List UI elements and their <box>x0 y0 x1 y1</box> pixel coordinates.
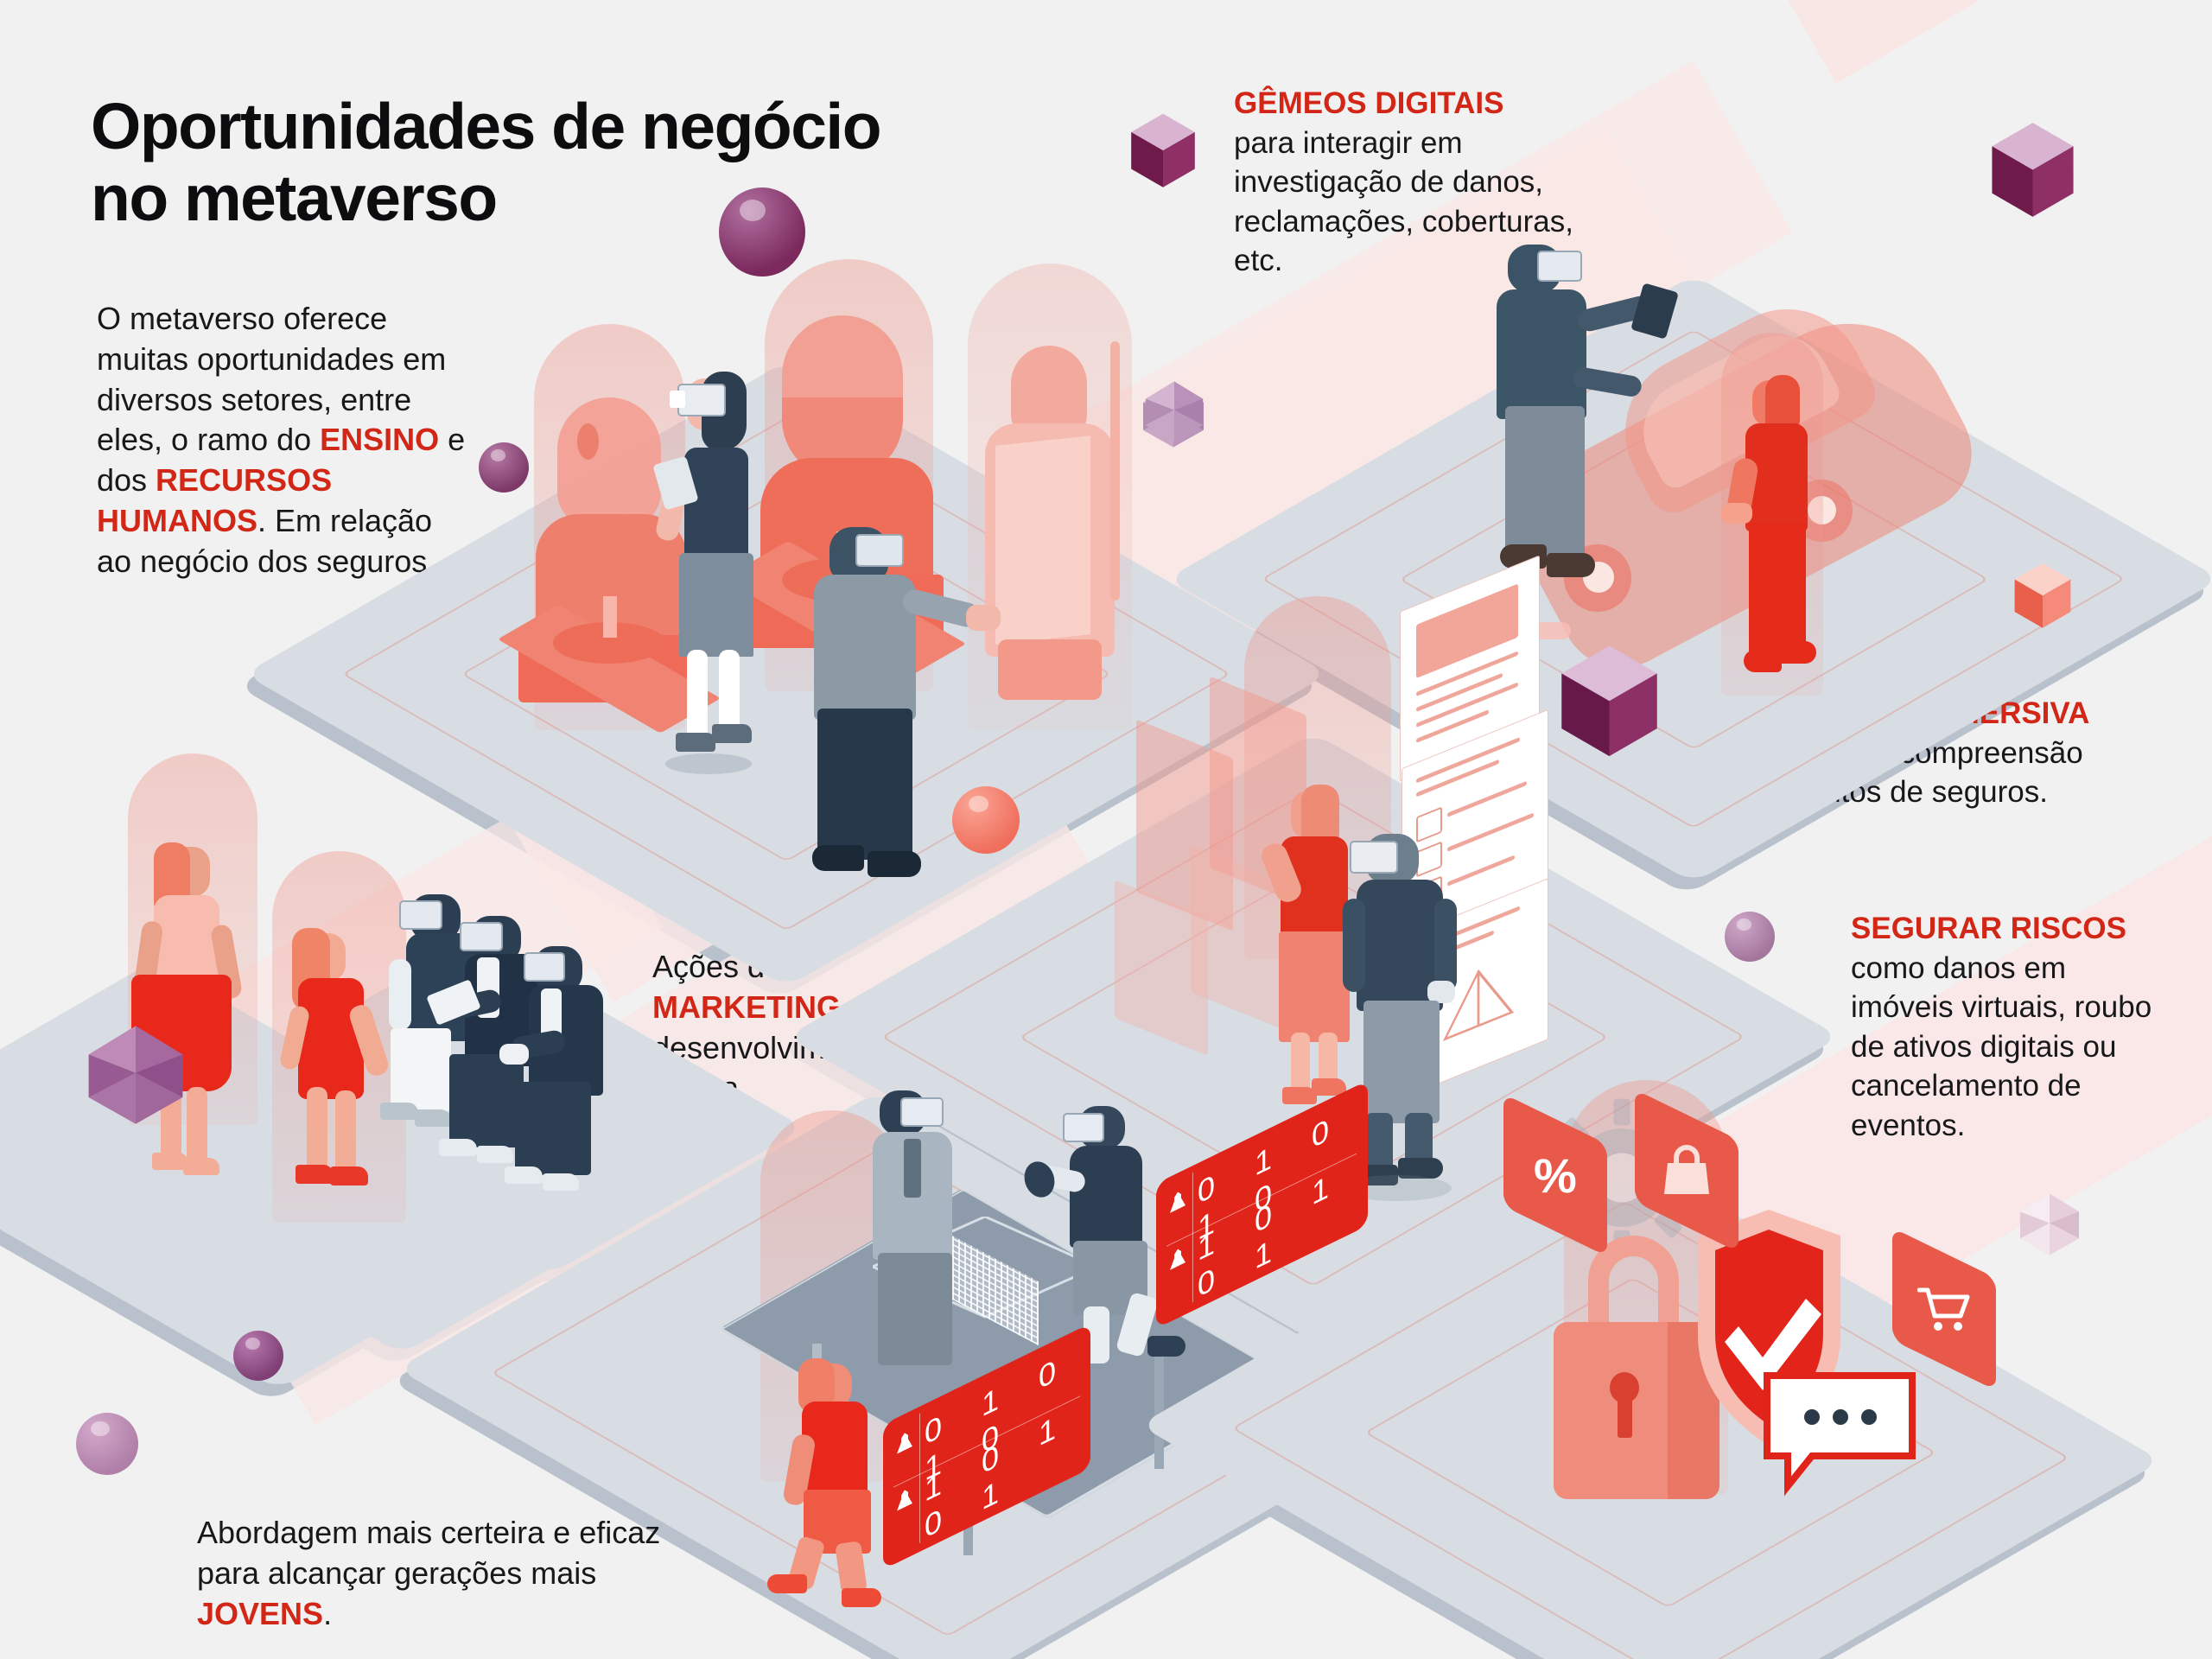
callout-gemeos-digitais-highlight: GÊMEOS DIGITAIS <box>1234 86 1504 120</box>
title-line-2: no metaverso <box>91 161 498 234</box>
callout-jovens-prefix: Abordagem mais certeira e eficaz para al… <box>197 1515 661 1591</box>
vr-headset-icon <box>900 1097 944 1127</box>
callout-segurar-riscos-body: como danos em imóveis virtuais, roubo de… <box>1851 950 2152 1142</box>
intro-text-part3: . Em relação ao negócio dos seguros... <box>97 502 454 579</box>
intro-highlight-recursos-humanos: RECURSOS HUMANOS <box>97 462 333 538</box>
callout-segurar-riscos-highlight: SEGURAR RISCOS <box>1851 912 2126 945</box>
callout-jovens: Abordagem mais certeira e eficaz para al… <box>197 1513 715 1634</box>
decor-cube-purple-center <box>1561 645 1657 757</box>
decor-sphere-purple-small <box>479 442 529 493</box>
decor-cube-purple-left <box>1131 113 1195 188</box>
vr-headset-icon <box>1537 251 1582 282</box>
vr-headset-icon <box>1063 1113 1104 1142</box>
player-icon <box>897 1429 912 1454</box>
intro-text-part2: e dos <box>97 422 466 499</box>
callout-jovens-highlight: JOVENS <box>197 1595 324 1631</box>
player-icon <box>1170 1188 1185 1213</box>
player-icon <box>897 1486 912 1511</box>
decor-cube-purple-top-right <box>1992 123 2074 217</box>
vr-headset-icon <box>460 922 503 951</box>
decor-icosahedron-lilac-top <box>1145 381 1204 442</box>
page-title: Oportunidades de negócio no metaverso <box>91 91 1128 233</box>
decor-icosahedron-purple-runway <box>88 1026 183 1124</box>
vr-headset-icon <box>524 952 565 982</box>
percent-glyph: % <box>1534 1147 1577 1203</box>
callout-segurar-riscos: SEGURAR RISCOS como danos em imóveis vir… <box>1851 909 2171 1145</box>
callout-jovens-body: . <box>323 1595 333 1631</box>
background-band-top <box>1728 0 2212 84</box>
title-line-1: Oportunidades de negócio <box>91 90 882 163</box>
decor-sphere-salmon <box>952 786 1020 854</box>
vr-headset-icon <box>1350 841 1398 874</box>
vr-headset-icon <box>399 900 442 930</box>
shopping-cart-icon <box>1892 1227 1996 1391</box>
callout-gemeos-digitais: GÊMEOS DIGITAIS para interagir em invest… <box>1234 84 1605 281</box>
callout-gemeos-digitais-body: para interagir em investigação de danos,… <box>1234 125 1573 278</box>
vr-headset-icon <box>855 534 904 567</box>
decor-cube-salmon <box>2014 563 2071 628</box>
decor-sphere-mauve-center <box>1725 912 1775 962</box>
intro-text-part1: O metaverso oferece muitas oportunidades… <box>97 301 447 458</box>
document-card-bottom <box>1403 878 1548 1098</box>
decor-sphere-mauve-bottom-left <box>76 1413 138 1475</box>
intro-highlight-ensino: ENSINO <box>320 422 440 458</box>
decor-sphere-purple-runway <box>233 1331 283 1381</box>
decor-icosahedron-pale-right <box>2019 1193 2080 1255</box>
player-icon <box>1170 1245 1185 1270</box>
intro-paragraph: O metaverso oferece muitas oportunidades… <box>97 299 468 582</box>
callout-marketing-highlight: MARKETING <box>652 988 841 1025</box>
shopping-bag-icon <box>1635 1089 1738 1253</box>
decor-sphere-purple-large <box>719 188 805 276</box>
